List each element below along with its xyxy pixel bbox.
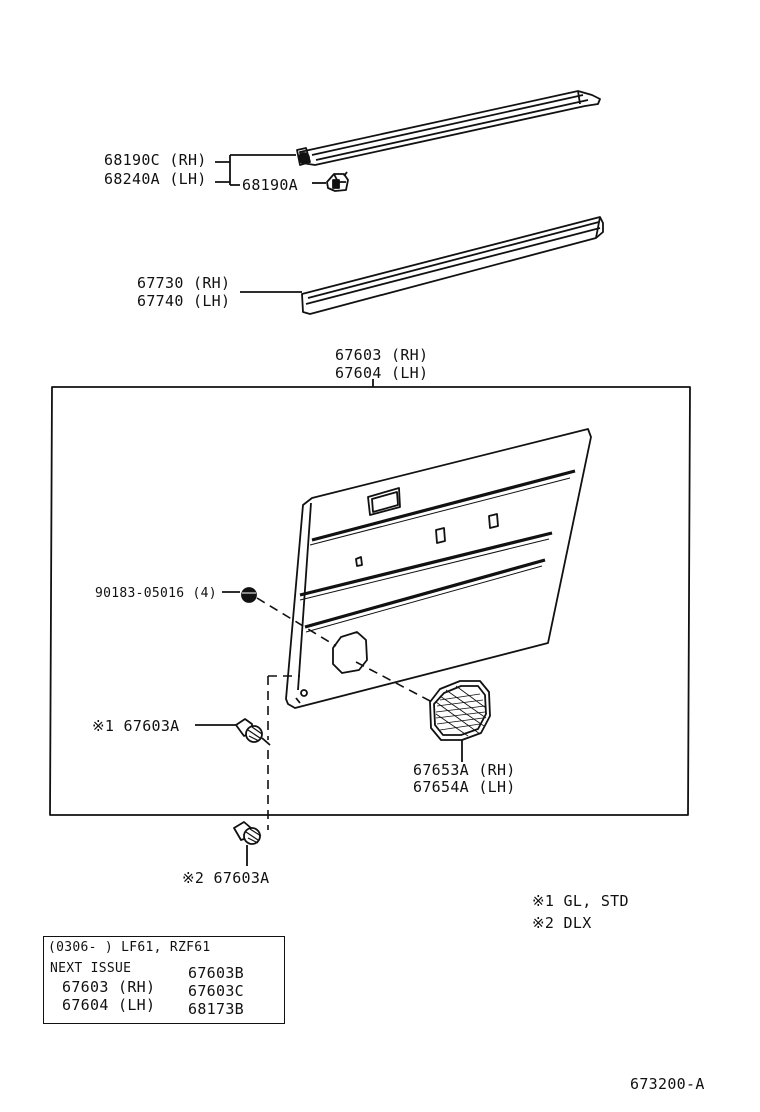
legend-note1: ※1 GL, STD bbox=[532, 892, 629, 910]
info-row-left: 67604 (LH) bbox=[62, 996, 156, 1014]
door-trim-board-part bbox=[285, 428, 592, 709]
clip-note2-label: ※2 67603A bbox=[182, 869, 270, 887]
belt-molding-part bbox=[296, 90, 601, 166]
info-row-right: 67603B bbox=[188, 964, 244, 982]
screw-part bbox=[241, 587, 257, 603]
weatherstrip-part bbox=[301, 216, 604, 315]
clip-note1-label: ※1 67603A bbox=[92, 717, 180, 735]
clip-68190a-label: 68190A bbox=[242, 176, 298, 194]
speaker-cover-part bbox=[429, 680, 491, 741]
info-row-left: 67603 (RH) bbox=[62, 978, 156, 996]
cover-rh-label: 67653A (RH) bbox=[413, 761, 516, 779]
assembly-dashed-lines bbox=[256, 597, 433, 830]
info-box-header: (0306- ) LF61, RZF61 bbox=[48, 940, 211, 955]
figure-id: 673200-A bbox=[630, 1075, 705, 1093]
weatherstrip-rh-label: 67730 (RH) bbox=[137, 274, 231, 292]
clip-68190a-part bbox=[326, 171, 349, 192]
molding-lh-label: 68240A (LH) bbox=[104, 170, 207, 188]
next-issue-label: NEXT ISSUE bbox=[50, 961, 132, 976]
board-lh-label: 67604 (LH) bbox=[335, 364, 429, 382]
clip-note2-part bbox=[233, 821, 262, 845]
legend-note2: ※2 DLX bbox=[532, 914, 592, 932]
weatherstrip-lh-label: 67740 (LH) bbox=[137, 292, 231, 310]
screw-label: 90183-05016 (4) bbox=[95, 586, 217, 601]
clip-note1-part bbox=[235, 718, 271, 746]
next-issue-box: (0306- ) LF61, RZF61 NEXT ISSUE 67603 (R… bbox=[43, 936, 285, 1024]
cover-lh-label: 67654A (LH) bbox=[413, 778, 516, 796]
board-rh-label: 67603 (RH) bbox=[335, 346, 429, 364]
assembly-frame bbox=[49, 386, 691, 816]
info-row-right: 68173B bbox=[188, 1000, 244, 1018]
molding-rh-label: 68190C (RH) bbox=[104, 151, 207, 169]
info-row-right: 67603C bbox=[188, 982, 244, 1000]
molding-leader bbox=[215, 154, 296, 186]
